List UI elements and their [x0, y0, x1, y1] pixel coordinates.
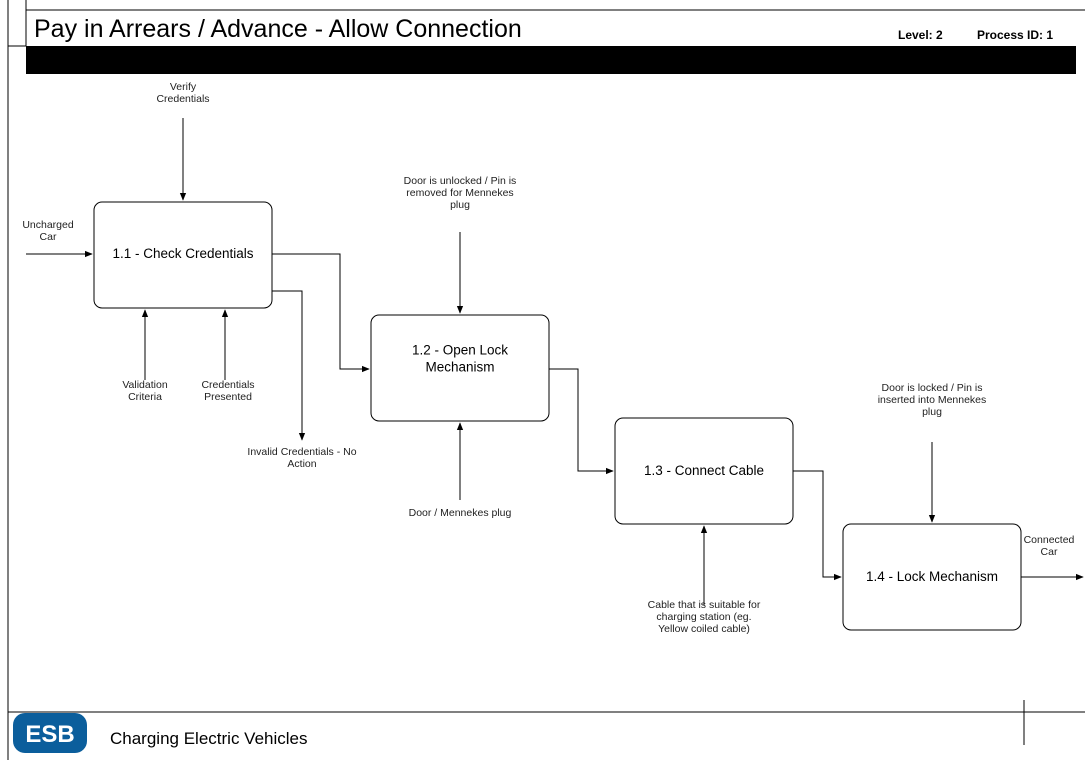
- label-invalid-credentials-line: Action: [287, 458, 316, 470]
- label-door-unlocked-line: Door is unlocked / Pin is: [404, 175, 517, 187]
- level-label: Level: 2: [898, 28, 943, 42]
- label-invalid-credentials-line: Invalid Credentials - No: [247, 446, 356, 458]
- label-validation-criteria-line: Criteria: [128, 391, 162, 403]
- process-label-1-1: 1.1 - Check Credentials: [112, 246, 253, 261]
- label-cable-suitable-line: Yellow coiled cable): [658, 623, 750, 635]
- footer-title: Charging Electric Vehicles: [110, 729, 308, 748]
- label-door-mennekes: Door / Mennekes plug: [409, 507, 512, 519]
- process-id-label: Process ID: 1: [977, 28, 1054, 42]
- arrow-1-2-to-1-3: [549, 368, 614, 475]
- label-door-locked-line: plug: [922, 406, 942, 418]
- label-verify-credentials-line: Verify: [170, 81, 197, 93]
- label-door-locked-line: inserted into Mennekes: [878, 394, 987, 406]
- process-box-1-2[interactable]: [370, 314, 550, 422]
- arrow-invalid-credentials: [272, 290, 306, 441]
- arrows: [26, 118, 1084, 605]
- label-door-mennekes-line: Door / Mennekes plug: [409, 507, 512, 519]
- arrow-1-1-to-1-2: [272, 253, 370, 373]
- process-label-1-1-line: 1.1 - Check Credentials: [112, 246, 253, 261]
- label-cable-suitable-line: Cable that is suitable for: [648, 599, 761, 611]
- label-validation-criteria-line: Validation: [122, 379, 167, 391]
- esb-logo: ESB: [12, 712, 88, 759]
- label-credentials-presented-line: Presented: [204, 391, 252, 403]
- label-uncharged-car-line: Car: [40, 231, 57, 243]
- process-label-1-3-line: 1.3 - Connect Cable: [644, 463, 764, 478]
- label-credentials-presented-line: Credentials: [201, 379, 254, 391]
- process-box-1-1[interactable]: [93, 201, 273, 309]
- process-label-1-3: 1.3 - Connect Cable: [644, 463, 764, 478]
- page-title: Pay in Arrears / Advance - Allow Connect…: [34, 15, 522, 43]
- label-connected-car-line: Connected: [1024, 534, 1075, 546]
- label-door-locked-line: Door is locked / Pin is: [882, 382, 983, 394]
- process-label-1-2-line: 1.2 - Open Lock: [412, 343, 508, 358]
- process-label-1-4-line: 1.4 - Lock Mechanism: [866, 569, 998, 584]
- process-label-1-4: 1.4 - Lock Mechanism: [866, 569, 998, 584]
- logo-text: ESB: [25, 721, 74, 748]
- label-verify-credentials-line: Credentials: [156, 93, 209, 105]
- label-connected-car-line: Car: [1041, 546, 1058, 558]
- label-cable-suitable-line: charging station (eg.: [656, 611, 751, 623]
- label-uncharged-car-line: Uncharged: [22, 219, 74, 231]
- header-bar: [26, 46, 1076, 74]
- page-frame: [7, 0, 1085, 760]
- label-door-unlocked-line: plug: [450, 199, 470, 211]
- process-label-1-2-line: Mechanism: [425, 360, 494, 375]
- arrow-1-3-to-1-4: [793, 470, 842, 581]
- label-door-unlocked-line: removed for Mennekes: [406, 187, 513, 199]
